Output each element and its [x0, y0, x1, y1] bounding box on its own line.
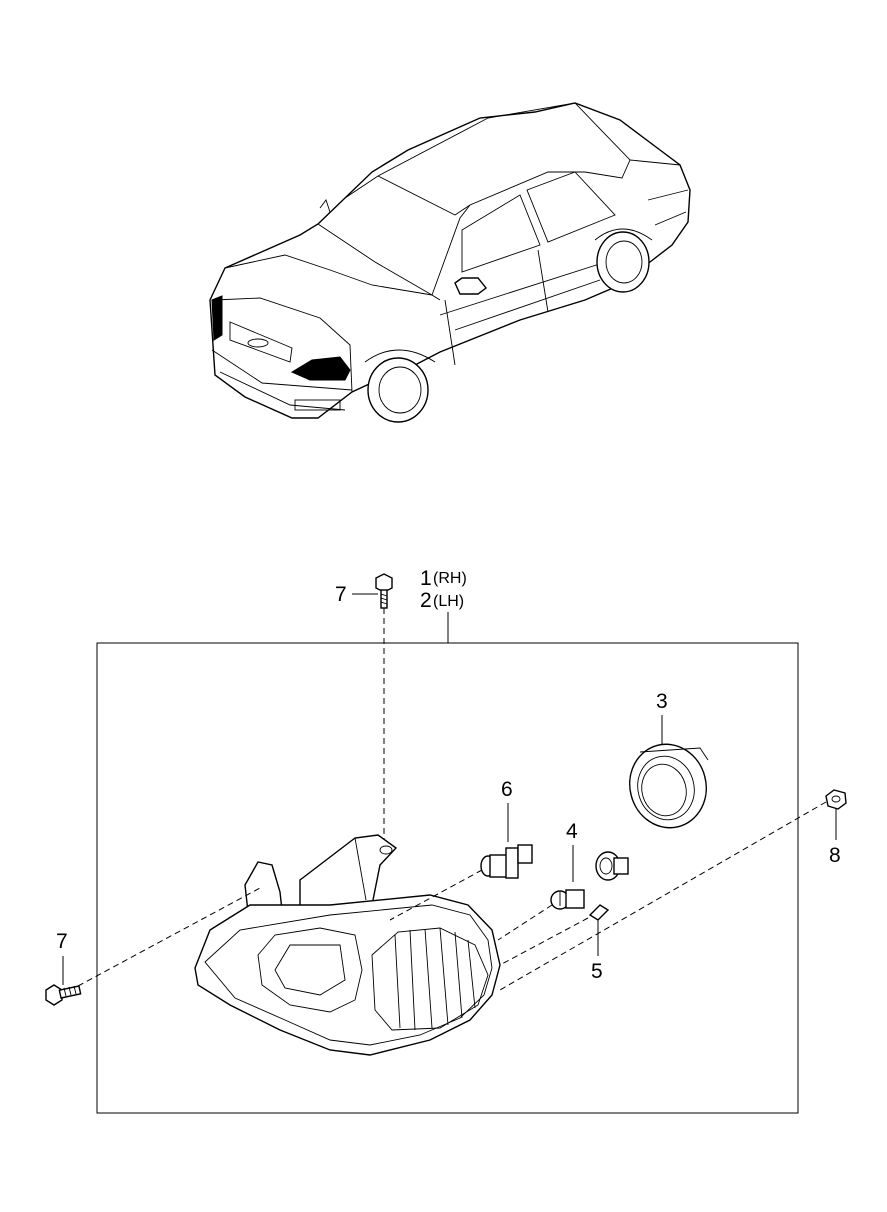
callout-7-left-number: 7	[56, 930, 68, 953]
callout-5-number: 5	[591, 960, 603, 983]
callout-2-suffix: (LH)	[433, 593, 464, 610]
callout-8-number: 8	[829, 844, 841, 867]
callout-4-number: 4	[566, 820, 578, 843]
halogen-bulb-icon	[480, 844, 533, 879]
wedge-bulb-icon	[588, 904, 610, 921]
screw-icon	[45, 984, 82, 1006]
screw-icon	[375, 573, 393, 609]
bulb-socket-icon	[595, 851, 629, 881]
callout-2-number: 2	[420, 589, 432, 612]
headlamp-assembly-icon	[194, 834, 501, 1056]
sedan-car-icon	[209, 102, 691, 423]
callout-3-number: 3	[656, 690, 668, 713]
turn-signal-bulb-icon	[550, 889, 585, 910]
assembly-frame	[96, 642, 799, 1114]
callout-1-number: 1	[420, 567, 432, 590]
callout-7-top-number: 7	[335, 583, 347, 606]
callout-6-number: 6	[501, 778, 513, 801]
nut-icon	[825, 789, 847, 810]
socket-cover-ring-icon	[629, 743, 709, 829]
callout-1-suffix: (RH)	[433, 570, 467, 587]
